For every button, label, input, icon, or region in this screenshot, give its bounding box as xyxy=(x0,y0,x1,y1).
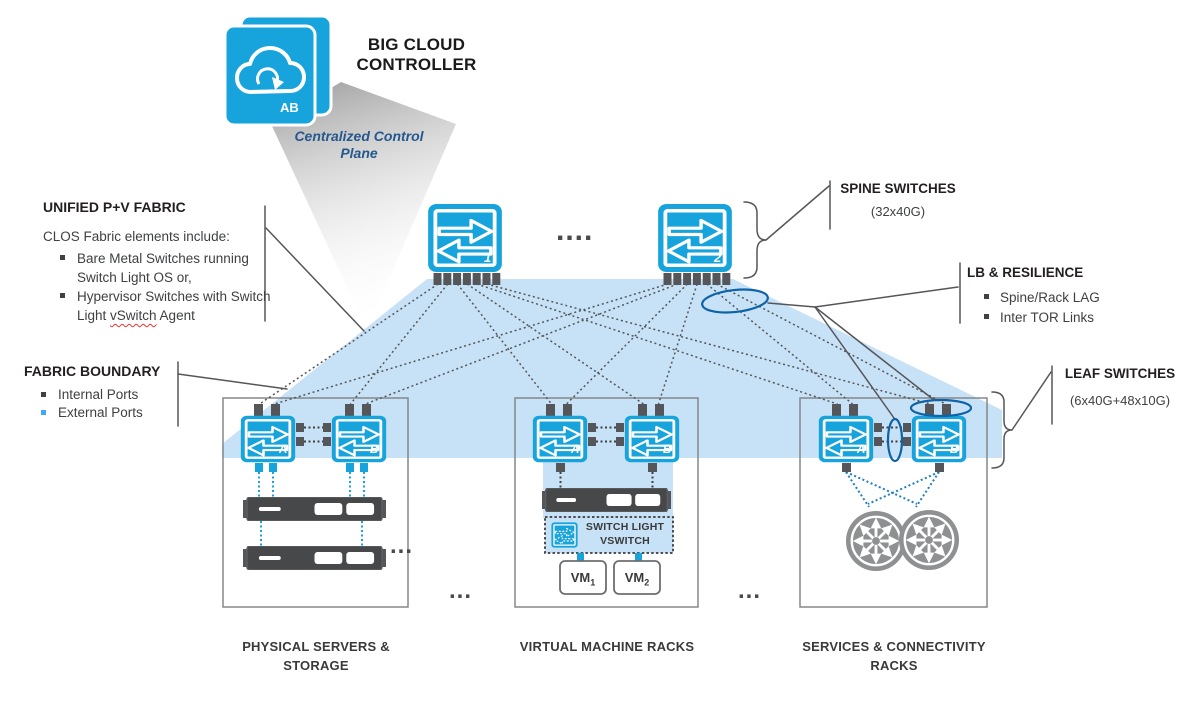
spine-switch-2 xyxy=(657,203,733,285)
bullet-icon xyxy=(984,294,989,299)
controller-subtitle: Centralized Control Plane xyxy=(294,128,424,161)
leaf-uplink-ellipse xyxy=(909,398,973,418)
leaf-physical-a-label: A xyxy=(279,444,288,456)
leaf-switch-physical-b xyxy=(323,404,387,472)
lb-resilience-title: LB & RESILIENCE xyxy=(967,265,1084,280)
leaf-physical-b-label: B xyxy=(370,444,379,456)
controller-badge: AB xyxy=(280,100,299,115)
rack-physical-outline xyxy=(222,397,409,608)
item-text: Hypervisor Switches with Switch Light xyxy=(77,289,271,323)
server-ellipsis: ... xyxy=(390,532,414,559)
router-icon xyxy=(899,510,959,570)
fabric-boundary-title: FABRIC BOUNDARY xyxy=(24,363,161,379)
leaf-switch-physical-a xyxy=(240,404,304,472)
bullet-icon xyxy=(60,293,65,298)
rack-physical-caption: PHYSICAL SERVERS & STORAGE xyxy=(242,639,390,673)
rack-virtual-caption: VIRTUAL MACHINE RACKS xyxy=(519,639,695,654)
leaf-services-a-label: A xyxy=(857,444,866,456)
server-icon xyxy=(243,497,386,521)
vm-sub: 1 xyxy=(590,577,596,588)
vm-text: VM xyxy=(624,570,645,585)
fabric-boundary-external: External Ports xyxy=(58,405,143,420)
inter-tor-links xyxy=(304,426,903,443)
misspelled-word: vSwitch xyxy=(110,308,157,323)
leaf-switch-virtual-a xyxy=(532,404,596,472)
unified-fabric-item-2: Hypervisor Switches with Switch Light vS… xyxy=(77,287,272,325)
vm1-label: VM1 xyxy=(560,561,606,594)
fabric-region xyxy=(222,279,1002,458)
router-icon xyxy=(846,511,906,571)
rack-virtual-outline xyxy=(514,397,699,608)
server-icon xyxy=(243,546,386,570)
services-downlinks xyxy=(845,471,940,508)
vm1-link xyxy=(577,553,584,562)
leaf-virtual-a-label: A xyxy=(571,444,580,456)
vm1-box xyxy=(559,560,607,595)
unified-fabric-title: UNIFIED P+V FABRIC xyxy=(43,199,186,215)
spine-switches-subtitle: (32x40G) xyxy=(870,204,926,219)
controller-title: BIG CLOUD CONTROLLER xyxy=(356,35,477,74)
spine-lag-ellipse xyxy=(701,288,769,314)
leaf-switch-services-a xyxy=(818,404,882,472)
spine-1-label: 1 xyxy=(484,250,492,265)
leaf-services-b-label: B xyxy=(950,444,959,456)
vswitch-label: SWITCH LIGHT VSWITCH xyxy=(585,521,665,547)
lb-resilience-item-2: Inter TOR Links xyxy=(1000,310,1095,325)
rack-services-outline xyxy=(799,397,988,608)
external-port-bullet-icon xyxy=(41,410,46,415)
unified-fabric-intro: CLOS Fabric elements include: xyxy=(43,229,230,244)
rack-gap-ellipsis: ... xyxy=(449,577,473,604)
spine-ellipsis: .... xyxy=(556,214,594,247)
vswitch-icon xyxy=(551,522,578,548)
control-plane-beam xyxy=(271,82,456,330)
inter-tor-ellipse xyxy=(886,417,904,463)
unified-fabric-item-1: Bare Metal Switches running Switch Light… xyxy=(77,251,249,285)
cloud-icon xyxy=(235,46,306,94)
bullet-icon xyxy=(60,255,65,260)
leaf-switch-services-b xyxy=(903,404,967,472)
vm2-link xyxy=(635,553,642,562)
leaf-switch-virtual-b xyxy=(616,404,680,472)
rack-services-caption: SERVICES & CONNECTIVITY RACKS xyxy=(802,639,986,673)
spine-2-label: 2 xyxy=(714,250,722,265)
item-text: Agent xyxy=(156,308,195,323)
lb-resilience-item-1: Spine/Rack LAG xyxy=(1000,290,1100,305)
vm-sub: 2 xyxy=(644,577,650,588)
annotation-lines xyxy=(177,180,1053,469)
leaf-switches-title: LEAF SWITCHES xyxy=(1064,366,1176,381)
vm-text: VM xyxy=(570,570,591,585)
internal-port-bullet-icon xyxy=(41,392,46,397)
vm2-box xyxy=(613,560,661,595)
bullet-icon xyxy=(984,314,989,319)
spine-switches-title: SPINE SWITCHES xyxy=(840,181,956,196)
leaf-virtual-b-label: B xyxy=(663,444,672,456)
fabric-mesh-links xyxy=(259,283,946,405)
spine-switch-1 xyxy=(427,203,503,285)
vm2-label: VM2 xyxy=(614,561,660,594)
rack-gap-ellipsis: ... xyxy=(738,577,762,604)
leaf-switches-subtitle: (6x40G+48x10G) xyxy=(1069,393,1171,408)
server-icon xyxy=(542,488,671,512)
big-cloud-controller-icon xyxy=(223,14,333,127)
fabric-boundary-internal: Internal Ports xyxy=(58,387,139,402)
